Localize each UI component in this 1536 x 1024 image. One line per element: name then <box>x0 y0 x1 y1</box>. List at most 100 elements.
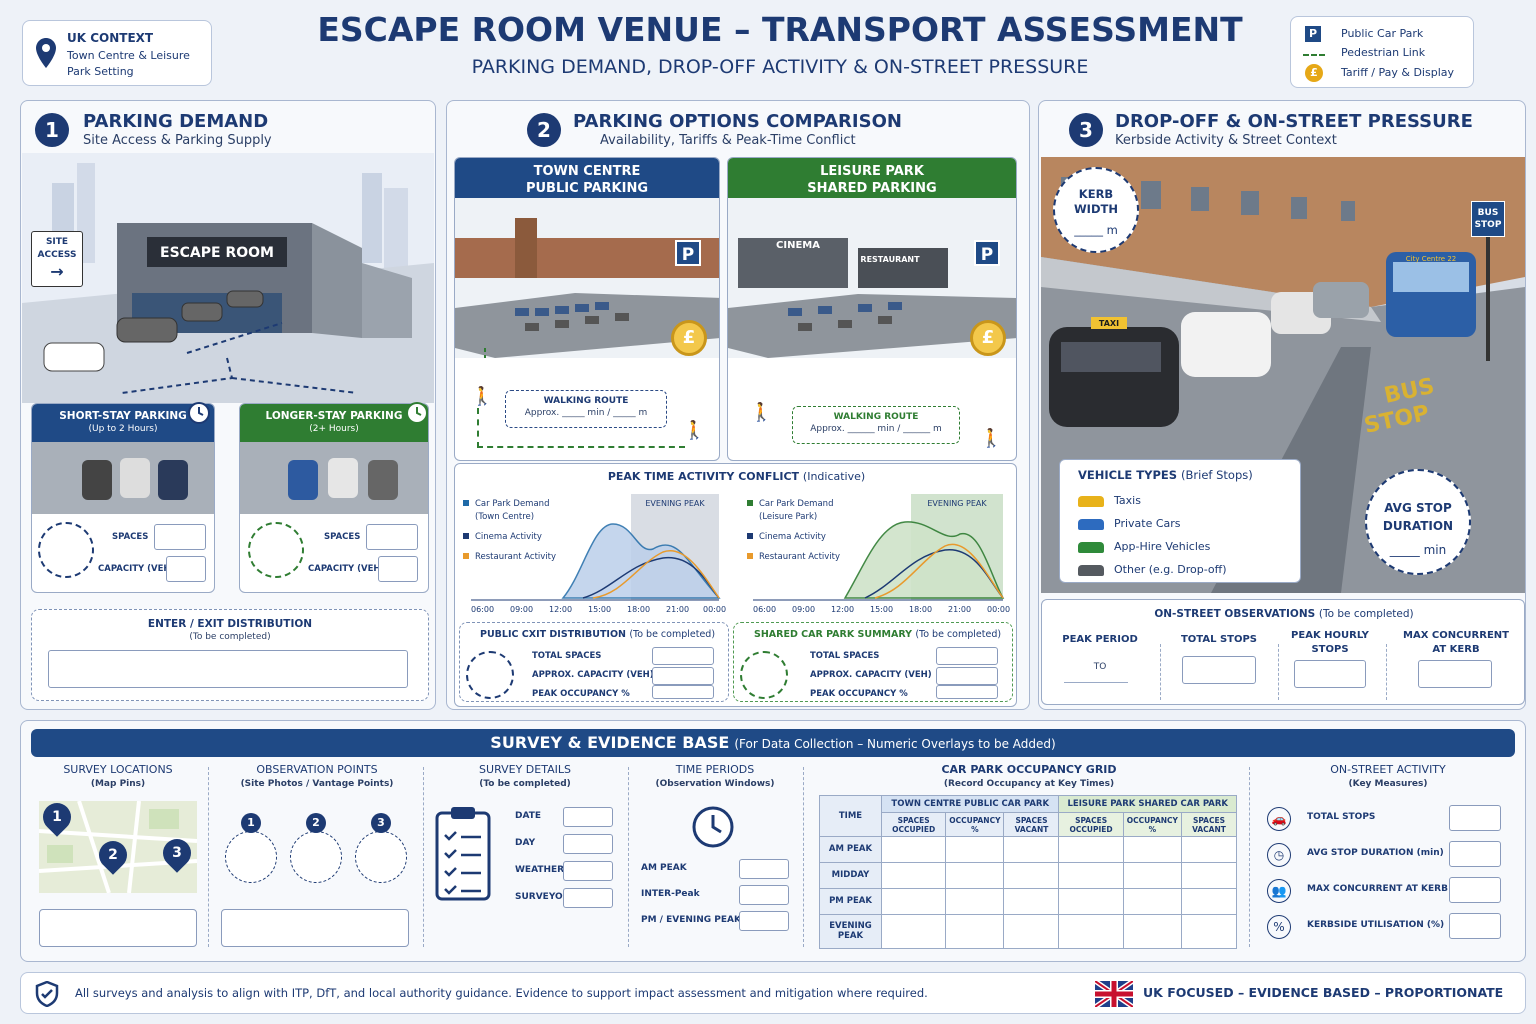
map-pin-label: 1 <box>52 809 62 825</box>
max-concurrent-input[interactable] <box>1418 660 1492 688</box>
grid-cell-input[interactable] <box>1122 835 1182 863</box>
grid-cell-input[interactable] <box>945 861 1005 889</box>
total-stops-input[interactable] <box>1182 656 1256 684</box>
distribution-input[interactable] <box>48 650 408 688</box>
town-title2: PUBLIC PARKING <box>525 181 649 196</box>
public-total-input[interactable] <box>652 647 714 665</box>
observation-point-circle[interactable] <box>355 831 407 883</box>
grid-row-label: EVENING PEAK <box>819 913 882 950</box>
enter-exit-distribution: ENTER / EXIT DISTRIBUTION (To be complet… <box>31 609 429 701</box>
grid-cell-input[interactable] <box>1058 835 1124 863</box>
survey-detail-input[interactable] <box>563 807 613 827</box>
observation-input[interactable] <box>221 909 409 947</box>
on-street-observations: ON-STREET OBSERVATIONS (To be completed)… <box>1041 599 1525 705</box>
grid-cell-input[interactable] <box>1003 861 1060 889</box>
grid-cell-input[interactable] <box>945 887 1005 915</box>
public-exit-distribution: PUBLIC CXIT DISTRIBUTION (To be complete… <box>459 622 729 702</box>
survey-title-note: (For Data Collection – Numeric Overlays … <box>734 737 1056 751</box>
survey-header: SURVEY & EVIDENCE BASE (For Data Collect… <box>31 729 1515 757</box>
grid-cell-input[interactable] <box>1058 861 1124 889</box>
onstreet-title: ON-STREET ACTIVITY <box>1330 763 1446 776</box>
grid-cell-input[interactable] <box>945 913 1005 950</box>
public-capacity-input[interactable] <box>652 667 714 685</box>
grid-cell-input[interactable] <box>1058 913 1124 950</box>
survey-detail-input[interactable] <box>563 861 613 881</box>
grid-cell-input[interactable] <box>1122 887 1182 915</box>
grid-cell-input[interactable] <box>1058 887 1124 915</box>
site-access-label: SITE ACCESS <box>37 237 77 260</box>
pedestrian-icon: 🚶 <box>980 428 1003 449</box>
long-stay-spaces-label: SPACES <box>324 532 361 542</box>
time-period-input[interactable] <box>739 859 789 879</box>
cinema-sign: CINEMA <box>776 240 820 251</box>
long-stay-spaces-input[interactable] <box>366 524 418 550</box>
pedestrian-icon: 🚶 <box>750 402 773 423</box>
section-2-subtitle: Availability, Tariffs & Peak-Time Confli… <box>600 133 856 148</box>
grid-cell-input[interactable] <box>1003 887 1060 915</box>
vehicle-type-item: App-Hire Vehicles <box>1078 538 1298 561</box>
survey-detail-input[interactable] <box>563 888 613 908</box>
shared-occupancy-input[interactable] <box>936 685 998 699</box>
union-jack-icon <box>1095 981 1133 1007</box>
grid-cell-input[interactable] <box>1003 913 1060 950</box>
legend-leisure-park: (Leisure Park) <box>759 512 818 522</box>
bus-stop-sign: BUS STOP <box>1471 201 1505 237</box>
pedestrian-icon: 🚶 <box>471 386 494 407</box>
shared-total-input[interactable] <box>936 647 998 665</box>
leisure-title1: LEISURE PARK <box>820 164 924 179</box>
map-pin-icon[interactable]: 2 <box>93 835 133 875</box>
grid-cell-input[interactable] <box>1003 835 1060 863</box>
grid-cell-input[interactable] <box>880 861 947 889</box>
section-3-number: 3 <box>1069 113 1103 147</box>
left-chart-legend: Car Park Demand (Town Centre) Cinema Act… <box>463 498 556 564</box>
peak-hourly-input[interactable] <box>1294 660 1366 688</box>
grid-cell-input[interactable] <box>1122 913 1182 950</box>
pound-coin-icon: £ <box>1305 64 1323 82</box>
long-stay-capacity-input[interactable] <box>378 556 418 582</box>
bus-stop-pole <box>1486 237 1490 361</box>
tick-1800: 18:00 <box>627 605 650 614</box>
section-parking-options: 2 PARKING OPTIONS COMPARISON Availabilit… <box>446 100 1030 710</box>
observation-point-circle[interactable] <box>225 831 277 883</box>
grid-cell-input[interactable] <box>880 887 947 915</box>
grid-cell-input[interactable] <box>1180 835 1238 863</box>
shield-icon <box>35 981 59 1007</box>
survey-detail-input[interactable] <box>563 834 613 854</box>
distribution-sub: (To be completed) <box>189 632 271 642</box>
onstreet-measure-input[interactable] <box>1449 913 1501 939</box>
grid-cell-input[interactable] <box>1180 861 1238 889</box>
public-occupancy-input[interactable] <box>652 685 714 699</box>
grid-row: EVENING PEAK <box>819 913 1238 950</box>
tick-2100: 21:00 <box>666 605 689 614</box>
survey-locations-input[interactable] <box>39 909 197 947</box>
occupancy-grid: TIME TOWN CENTRE PUBLIC CAR PARK LEISURE… <box>819 794 1238 950</box>
time-period-input[interactable] <box>739 885 789 905</box>
map-pin-icon[interactable]: 3 <box>157 833 197 873</box>
avg-stop-badge: AVG STOP DURATION _____ min <box>1365 469 1471 575</box>
grid-cell-input[interactable] <box>1180 913 1238 950</box>
public-row-occupancy: PEAK OCCUPANCY % <box>532 689 630 699</box>
grid-cell-input[interactable] <box>1122 861 1182 889</box>
grid-cell-input[interactable] <box>880 913 947 950</box>
onstreet-measure-input[interactable] <box>1449 877 1501 903</box>
observation-point-circle[interactable] <box>290 831 342 883</box>
peak-conflict-panel: PEAK TIME ACTIVITY CONFLICT (Indicative)… <box>454 463 1017 707</box>
shared-summary-circle <box>740 651 788 699</box>
grid-cell-input[interactable] <box>880 835 947 863</box>
onstreet-measure-input[interactable] <box>1449 805 1501 831</box>
short-stay-capacity-input[interactable] <box>166 556 206 582</box>
taxi-sign: TAXI <box>1099 319 1119 328</box>
time-period-input[interactable] <box>739 911 789 931</box>
grid-cell-input[interactable] <box>945 835 1005 863</box>
map-pin-icon[interactable]: 1 <box>37 797 77 837</box>
grid-cell-input[interactable] <box>1180 887 1238 915</box>
short-stay-spaces-input[interactable] <box>154 524 206 550</box>
bus-destination: City Centre 22 <box>1406 255 1456 263</box>
shared-capacity-input[interactable] <box>936 667 998 685</box>
public-summary-note: (To be completed) <box>629 629 716 640</box>
long-stay-card: LONGER-STAY PARKING (2+ Hours) SPACES CA… <box>239 403 429 593</box>
onstreet-measure-label: KERBSIDE UTILISATION (%) <box>1307 920 1445 930</box>
onstreet-measure-input[interactable] <box>1449 841 1501 867</box>
page-subtitle: PARKING DEMAND, DROP-OFF ACTIVITY & ON-S… <box>471 56 1089 78</box>
